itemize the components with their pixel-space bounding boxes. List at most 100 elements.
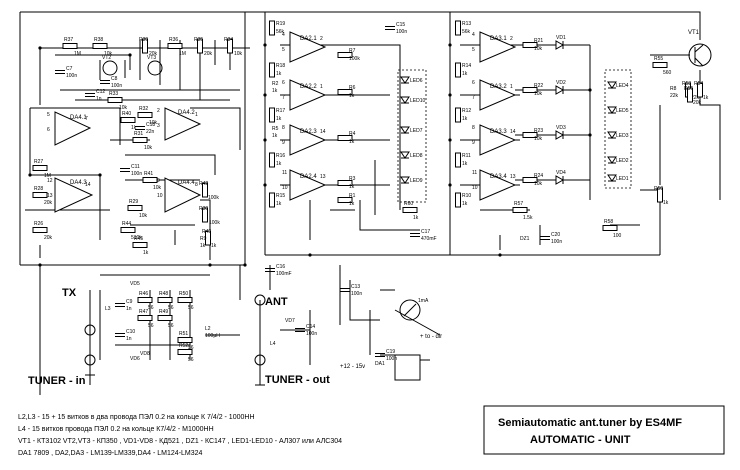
resistor-val-r15: 1k xyxy=(276,201,282,207)
resistor-r27 xyxy=(32,165,48,171)
resistor-val-r7: 100k xyxy=(349,56,360,62)
resistor-r31 xyxy=(132,137,148,143)
capacitor-c20 xyxy=(540,236,550,240)
resistor-val-r33: 10k xyxy=(119,105,128,111)
da3-1-pin-out: 1 xyxy=(510,84,513,90)
resistor-r45 xyxy=(132,242,148,248)
resistor-val-r34: 10k xyxy=(234,51,243,57)
capacitor-val-c7: 100n xyxy=(66,73,77,79)
resistor-r58 xyxy=(602,225,618,231)
resistor-ref-r39: R39 xyxy=(139,37,148,43)
resistor-r30 xyxy=(202,207,208,223)
resistor-val-r26: 20k xyxy=(44,235,53,241)
da4-0-pin-out: 7 xyxy=(85,116,88,122)
resistor-val-r35: 20k xyxy=(204,51,213,57)
resistor-ref-r53: R53 xyxy=(682,81,691,87)
resistor-r26 xyxy=(32,227,48,233)
part-ref-vd5: VD5 xyxy=(130,281,140,287)
da3-2-pin-out: 14 xyxy=(510,129,516,135)
resistor-val-r45: 1k xyxy=(143,250,149,256)
svg-text:DA3.3: DA3.3 xyxy=(490,129,507,135)
part-ref-vd7: VD7 xyxy=(285,318,295,324)
capacitor-val-c18: 22n xyxy=(146,129,155,135)
da4-2-pin-a: 12 xyxy=(47,178,53,184)
capacitor-ref-c12: C12 xyxy=(96,89,105,95)
part-val-r5: 1k xyxy=(272,133,278,139)
resistor-ref-r56: R56 xyxy=(684,86,693,92)
resistor-val-r56: 20k xyxy=(693,100,702,106)
led-led6 xyxy=(400,76,410,84)
capacitor-ref-c17: C17 xyxy=(421,229,430,235)
resistor-val-r13: 56k xyxy=(462,29,471,35)
diode-ref-vd3: VD3 xyxy=(556,125,566,131)
da2-0-pin-a: 4 xyxy=(282,32,285,38)
resistor-val-r48: 56 xyxy=(168,305,174,311)
da2-2-pin-a: 8 xyxy=(282,125,285,131)
resistor-val-r30: 100k xyxy=(209,220,220,226)
resistor-ref-r36: R36 xyxy=(169,37,178,43)
junctions xyxy=(28,43,592,267)
resistor-ref-r47: R47 xyxy=(139,309,148,315)
led-ref-led9: LED9 xyxy=(410,178,423,184)
resistor-ref-r30: R30 xyxy=(199,206,208,212)
resistor-r47 xyxy=(137,315,153,321)
resistor-r37 xyxy=(62,43,78,49)
resistor-ref-r23: R23 xyxy=(534,128,543,134)
resistor-ref-r55: R55 xyxy=(654,56,663,62)
comparator-da3-1: DA3.1 xyxy=(479,31,517,63)
capacitor-c7 xyxy=(55,70,65,74)
resistor-val-r14: 1k xyxy=(462,71,468,77)
led-ref-led6: LED6 xyxy=(410,78,423,84)
capacitor-val-c13: 100n xyxy=(351,291,362,297)
led-ref-led5: LED5 xyxy=(616,108,629,114)
diode-vd2 xyxy=(555,85,565,95)
resistor-ref-r48: R48 xyxy=(159,291,168,297)
svg-text:DA2.3: DA2.3 xyxy=(300,129,317,135)
transistor-ref-vt3: VT3 xyxy=(147,55,156,61)
diode-ref-vd4: VD4 xyxy=(556,170,566,176)
capacitor-c12 xyxy=(85,93,95,97)
led-ref-led2: LED2 xyxy=(616,158,629,164)
svg-text:DA4.1: DA4.1 xyxy=(70,115,87,121)
resistor-val-r10: 1k xyxy=(462,201,468,207)
resistor-ref-r54: R54 xyxy=(694,81,703,87)
resistor-val-r27: 1M xyxy=(44,173,51,179)
part-ref-l4: L4 xyxy=(270,341,276,347)
component-notes: L2,L3 - 15 + 15 витков в два провода ПЭЛ… xyxy=(18,414,342,457)
resistor-r6 xyxy=(337,89,353,95)
part-ref-dz1: DZ1 xyxy=(520,236,530,242)
resistor-r43 xyxy=(205,230,211,246)
resistor-val-r40: 1k xyxy=(131,125,137,131)
capacitor-ref-c19: C19 xyxy=(386,349,395,355)
resistor-ref-r60: R60 xyxy=(404,201,413,207)
dir-label: + to - dir xyxy=(420,334,442,340)
svg-text:DA4.4: DA4.4 xyxy=(178,180,195,186)
resistor-val-r57: 1.5k xyxy=(523,215,533,221)
tx-label: TX xyxy=(62,287,77,299)
resistor-ref-r27: R27 xyxy=(34,159,43,165)
capacitor-val-c19: 100n xyxy=(386,356,397,362)
da3-1-pin-a: 6 xyxy=(472,80,475,86)
meter-label: 1mA xyxy=(418,298,429,304)
resistor-ref-r22: R22 xyxy=(534,83,543,89)
da4-1-pin-a: 2 xyxy=(157,108,160,114)
capacitor-val-c12: 1n xyxy=(96,96,102,102)
part-ref-r8: R8 xyxy=(670,86,677,92)
resistor-val-r23: 10k xyxy=(534,136,543,142)
resistor-val-r43: 1k xyxy=(211,243,217,249)
capacitor-val-c16: 100mF xyxy=(276,271,292,277)
resistor-r23 xyxy=(522,132,538,138)
resistor-val-r54: 1k xyxy=(703,95,709,101)
resistor-r16 xyxy=(269,152,275,168)
resistor-r22 xyxy=(522,87,538,93)
led-ref-led4: LED4 xyxy=(616,83,629,89)
resistor-val-r28: 20k xyxy=(44,200,53,206)
da2-1-pin-b: 7 xyxy=(282,95,285,101)
led-led2 xyxy=(607,156,617,164)
resistor-r33 xyxy=(107,97,123,103)
resistor-r59 xyxy=(657,187,663,203)
resistor-r15 xyxy=(269,192,275,208)
led-led5 xyxy=(607,106,617,114)
resistor-val-r21: 10k xyxy=(534,46,543,52)
resistor-val-r6: 1k xyxy=(349,93,355,99)
